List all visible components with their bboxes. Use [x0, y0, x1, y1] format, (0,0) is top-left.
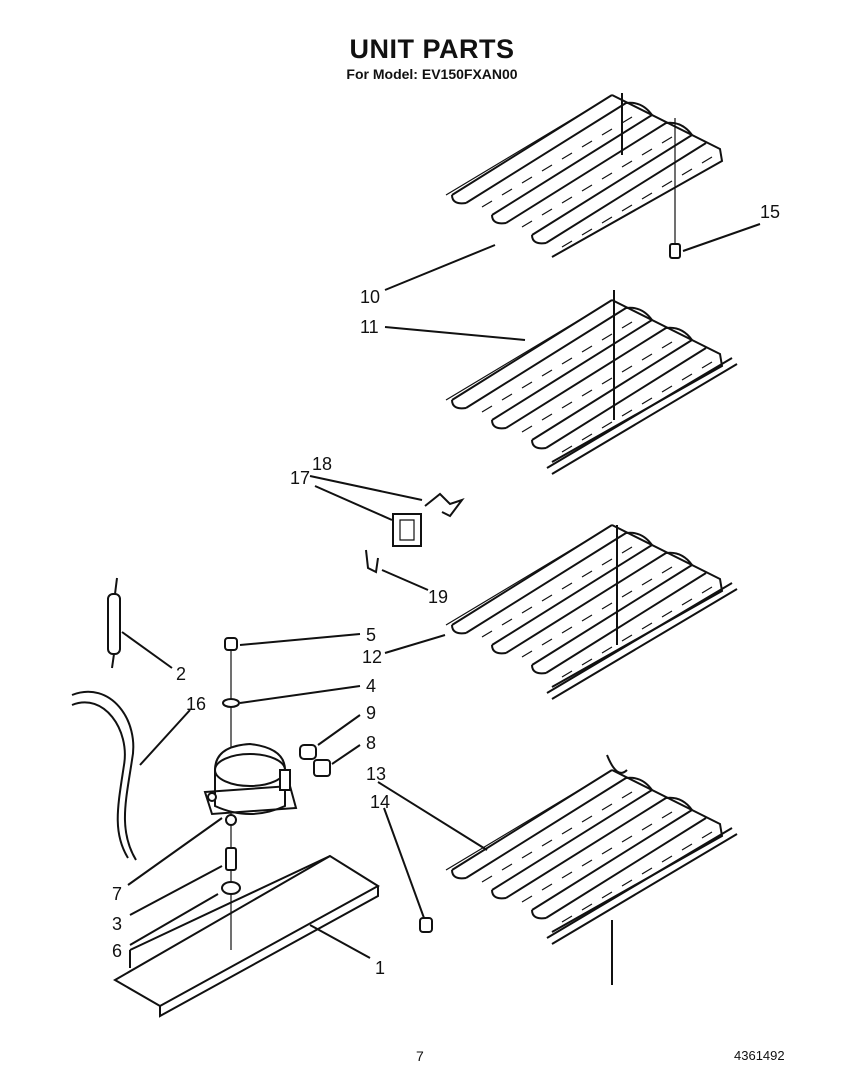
tube-16: [71, 690, 137, 861]
clip-18: [424, 492, 465, 518]
screw-14: [419, 917, 433, 933]
clip-19: [365, 549, 379, 574]
callout-3: 3: [112, 914, 122, 934]
callout-11: 11: [360, 317, 379, 337]
callout-5: 5: [366, 625, 376, 645]
evaporator-shelf-12: [445, 524, 738, 700]
screw-15: [669, 118, 681, 259]
page-title: UNIT PARTS: [349, 34, 515, 64]
callout-7: 7: [112, 884, 122, 904]
callout-10: 10: [360, 287, 380, 307]
callout-9: 9: [366, 703, 376, 723]
evaporator-shelf-11: [445, 290, 738, 475]
callout-14: 14: [370, 792, 390, 812]
document-code: 4361492: [734, 1048, 785, 1063]
model-subtitle: For Model: EV150FXAN00: [346, 66, 518, 82]
relay-8: [313, 759, 331, 777]
callout-8: 8: [366, 733, 376, 753]
evaporator-shelf-10: [445, 93, 723, 258]
callout-4: 4: [366, 676, 376, 696]
callout-19: 19: [428, 587, 448, 607]
callout-2: 2: [176, 664, 186, 684]
overload-9: [299, 744, 317, 760]
callout-18: 18: [312, 454, 332, 474]
page-number: 7: [416, 1048, 424, 1064]
base-plate-1: [112, 854, 380, 1018]
bracket-17: [392, 513, 422, 547]
callout-17: 17: [290, 468, 310, 488]
drier-2: [107, 577, 121, 669]
grommet-3: [221, 881, 241, 895]
callout-13: 13: [366, 764, 386, 784]
callout-16: 16: [186, 694, 206, 714]
compressor: [203, 637, 298, 950]
leader-lines: [121, 223, 761, 959]
evaporator-shelf-13: [445, 754, 738, 985]
spacer-7: [225, 847, 237, 871]
callout-1: 1: [375, 958, 385, 978]
callout-6: 6: [112, 941, 122, 961]
callout-15: 15: [760, 202, 780, 222]
callout-12: 12: [362, 647, 382, 667]
